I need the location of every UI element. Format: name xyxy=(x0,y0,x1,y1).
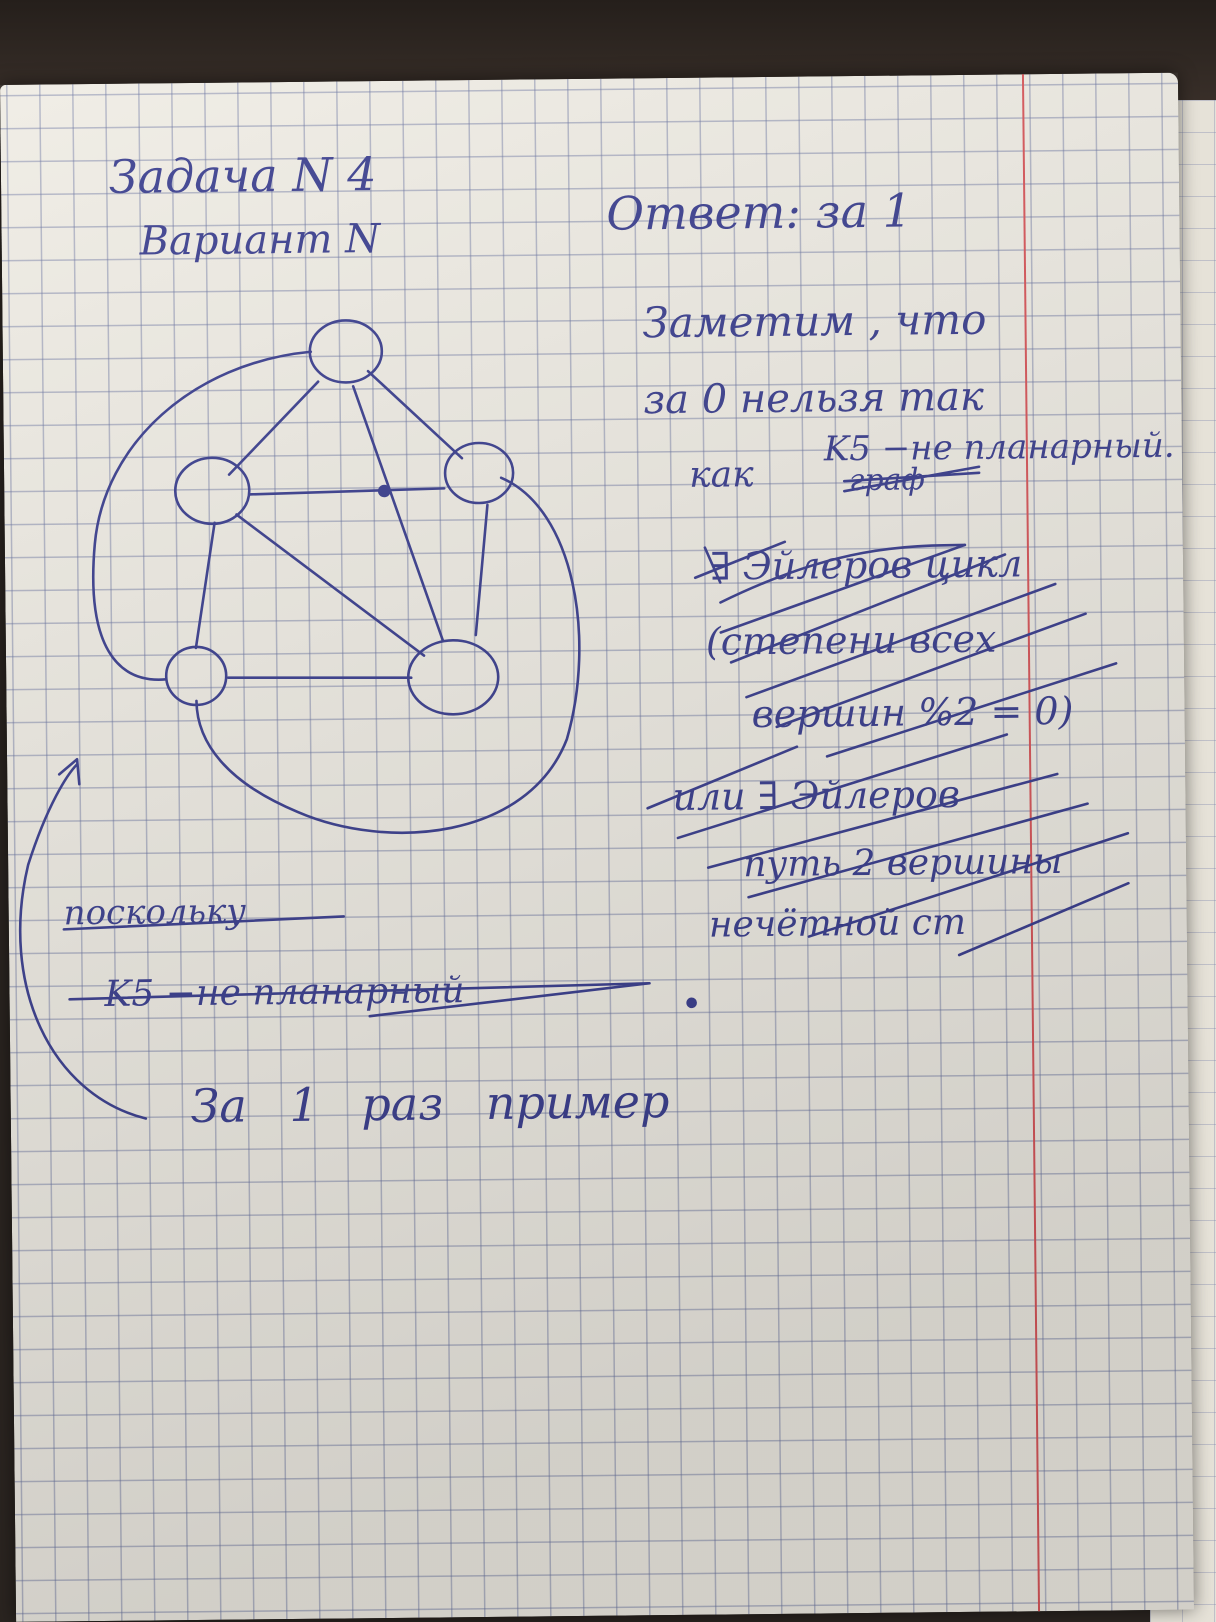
strike-2 xyxy=(719,543,967,604)
edge-left-bottomright xyxy=(235,513,426,657)
graph-drawing xyxy=(19,319,1130,1120)
notebook-page: Задача N 4 Вариант N Ответ: за 1 Заметим… xyxy=(0,72,1195,1622)
arrow-curve xyxy=(19,762,148,1120)
strike-left-1 xyxy=(62,915,346,931)
strike-4 xyxy=(729,553,1007,664)
strike-10 xyxy=(706,772,1059,869)
vertex-left xyxy=(173,456,251,526)
arrow-head xyxy=(57,757,81,786)
strike-left-2 xyxy=(68,981,651,1001)
edge-left-bottomleft xyxy=(194,521,216,650)
strike-8 xyxy=(646,745,799,810)
vertex-top xyxy=(308,319,384,384)
vertex-bottom-right xyxy=(406,638,500,716)
period-dot xyxy=(686,997,697,1009)
strike-graf xyxy=(842,465,981,493)
crossing-dot xyxy=(377,484,391,498)
strike-3 xyxy=(719,543,967,634)
strike-1 xyxy=(693,540,787,584)
strike-9 xyxy=(676,733,1009,840)
strike-6 xyxy=(775,612,1087,729)
edge-bottomleft-bottomright xyxy=(226,676,413,680)
outer-edge-right xyxy=(195,476,581,834)
edge-top-bottomright xyxy=(351,385,445,642)
strike-12 xyxy=(807,831,1130,938)
edge-top-right xyxy=(366,369,464,460)
strike-7 xyxy=(825,662,1118,758)
edge-top-left xyxy=(227,380,320,476)
strike-5 xyxy=(745,582,1057,699)
edge-left-right xyxy=(248,487,446,496)
vertex-right xyxy=(443,441,515,505)
strike-13 xyxy=(957,881,1130,957)
vertex-bottom-left xyxy=(164,645,228,707)
edge-right-bottomright xyxy=(474,503,489,637)
strike-left-3 xyxy=(368,981,651,1018)
strike-11 xyxy=(747,802,1089,899)
outer-edge-left xyxy=(91,350,313,681)
